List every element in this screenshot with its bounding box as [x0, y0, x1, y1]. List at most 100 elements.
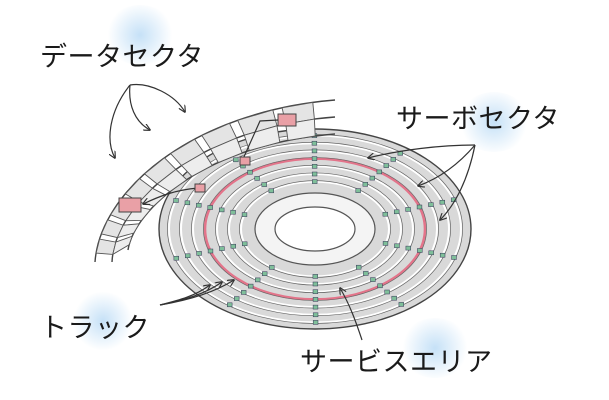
data-sector-arrow: [110, 84, 131, 158]
servo-wedge-dot: [355, 188, 361, 193]
servo-wedge-dot: [312, 281, 319, 287]
data-sector-arrow: [129, 83, 185, 112]
servo-sector-arrow: [440, 144, 476, 220]
servo-wedge-dot: [439, 252, 446, 258]
servo-wedge-dot: [369, 175, 375, 181]
servo-wedge-dot: [391, 295, 397, 301]
servo-wedge-dot: [405, 207, 411, 212]
servo-wedge-dot: [196, 251, 202, 256]
servo-wedge-dot: [248, 283, 254, 289]
servo-wedge-dot: [312, 179, 318, 184]
servo-wedge-dot: [227, 302, 233, 308]
data-sector-cell: [95, 238, 117, 255]
track-arrow: [159, 280, 234, 306]
servo-link-line: [242, 119, 279, 160]
servo-wedge-dot: [311, 156, 318, 161]
data-sector-cell: [116, 223, 141, 239]
servo-wedge-dot: [219, 246, 225, 251]
servo-wedge-dot: [311, 171, 318, 177]
servo-wedge-dot: [262, 271, 268, 276]
servo-wedge-dot: [394, 243, 400, 249]
servo-wedge-dot: [439, 199, 445, 205]
servo-wedge-dot: [242, 241, 248, 247]
servo-wedge-dot: [185, 253, 191, 259]
servo-wedge-dot: [376, 169, 382, 175]
servo-wedge-dot: [451, 255, 457, 260]
servo-wedge-dot: [230, 243, 236, 249]
servo-wedge-dot: [370, 277, 376, 282]
platter: [158, 128, 472, 330]
track-label: トラック: [40, 313, 150, 344]
servo-wedge-dot: [390, 157, 396, 162]
servo-wedge-dot: [311, 148, 318, 154]
servo-wedge-dot: [241, 212, 248, 217]
servo-wedge-dot: [219, 207, 225, 213]
data-sector-cell: [180, 151, 213, 177]
servo-wedge-dot: [312, 289, 319, 294]
servo-wedge-dot: [384, 289, 390, 295]
servo-wedge-dot: [363, 271, 369, 276]
servo-wedge-dot: [269, 265, 275, 270]
servo-wedge-dot: [377, 283, 383, 289]
servo-wedge-dot: [362, 182, 368, 187]
servo-wedge-dot: [241, 290, 247, 295]
servo-wedge-dot: [394, 209, 400, 215]
servo-wedge-dot: [196, 202, 202, 208]
data-sector-cell: [210, 137, 243, 164]
servo-wedge-dot: [311, 140, 318, 146]
servo-sector-marker: [118, 197, 142, 213]
servo-link-arrow: [143, 187, 199, 204]
servo-wedge-dot: [233, 157, 239, 163]
servo-wedge-dot: [261, 182, 267, 187]
servo-wedge-dot: [405, 245, 411, 251]
servo-wedge-dot: [398, 302, 404, 307]
platter-servo-marker: [239, 156, 251, 166]
data-sector-cell: [156, 168, 188, 193]
servo-sector-arrow: [418, 144, 476, 186]
servo-wedge-dot: [234, 296, 240, 301]
glow-decoration: [458, 92, 530, 152]
servo-wedge-dot: [311, 164, 318, 169]
data-sector-label: データセクタ: [40, 42, 204, 73]
glow-decoration: [400, 318, 470, 378]
servo-wedge-dot: [428, 202, 434, 207]
servo-wedge-dot: [312, 320, 319, 325]
servo-wedge-dot: [417, 248, 423, 253]
servo-wedge-dot: [207, 248, 214, 254]
glow-decoration: [72, 292, 134, 350]
servo-sector-arrow: [368, 144, 476, 158]
service-area-label: サービスエリア: [300, 347, 493, 378]
glow-decoration: [105, 5, 175, 65]
servo-wedge-dot: [312, 312, 319, 318]
servo-wedge-dot: [383, 163, 389, 168]
servo-wedge-dot: [382, 241, 389, 246]
servo-wedge-dot: [312, 297, 319, 302]
servo-wedge-dot: [356, 264, 362, 270]
servo-wedge-dot: [254, 176, 260, 181]
servo-wedge-dot: [312, 274, 318, 279]
servo-wedge-dot: [247, 169, 253, 175]
servo-wedge-dot: [416, 204, 423, 210]
servo-wedge-dot: [173, 255, 179, 261]
data-sector-cell: [112, 235, 133, 256]
servo-wedge-dot: [184, 200, 191, 206]
servo-wedge-dot: [255, 277, 261, 283]
servo-wedge-dot: [173, 198, 179, 203]
servo-sector-marker: [277, 113, 297, 127]
servo-wedges: [173, 133, 457, 325]
servo-wedge-dot: [268, 188, 274, 194]
servo-sector-label: サーボセクタ: [396, 104, 560, 135]
data-sector-arrow: [129, 84, 150, 130]
service-area-arrow: [340, 288, 363, 341]
sector-strip: [94, 99, 336, 263]
servo-wedge-dot: [207, 205, 213, 210]
servo-wedge-dot: [428, 250, 434, 256]
servo-wedge-dot: [382, 211, 388, 217]
spindle-hole: [274, 206, 356, 252]
servo-wedge-dot: [230, 209, 236, 215]
platter-servo-marker: [194, 183, 206, 193]
data-sector-cell: [243, 125, 281, 152]
servo-wedge-dot: [312, 304, 319, 310]
